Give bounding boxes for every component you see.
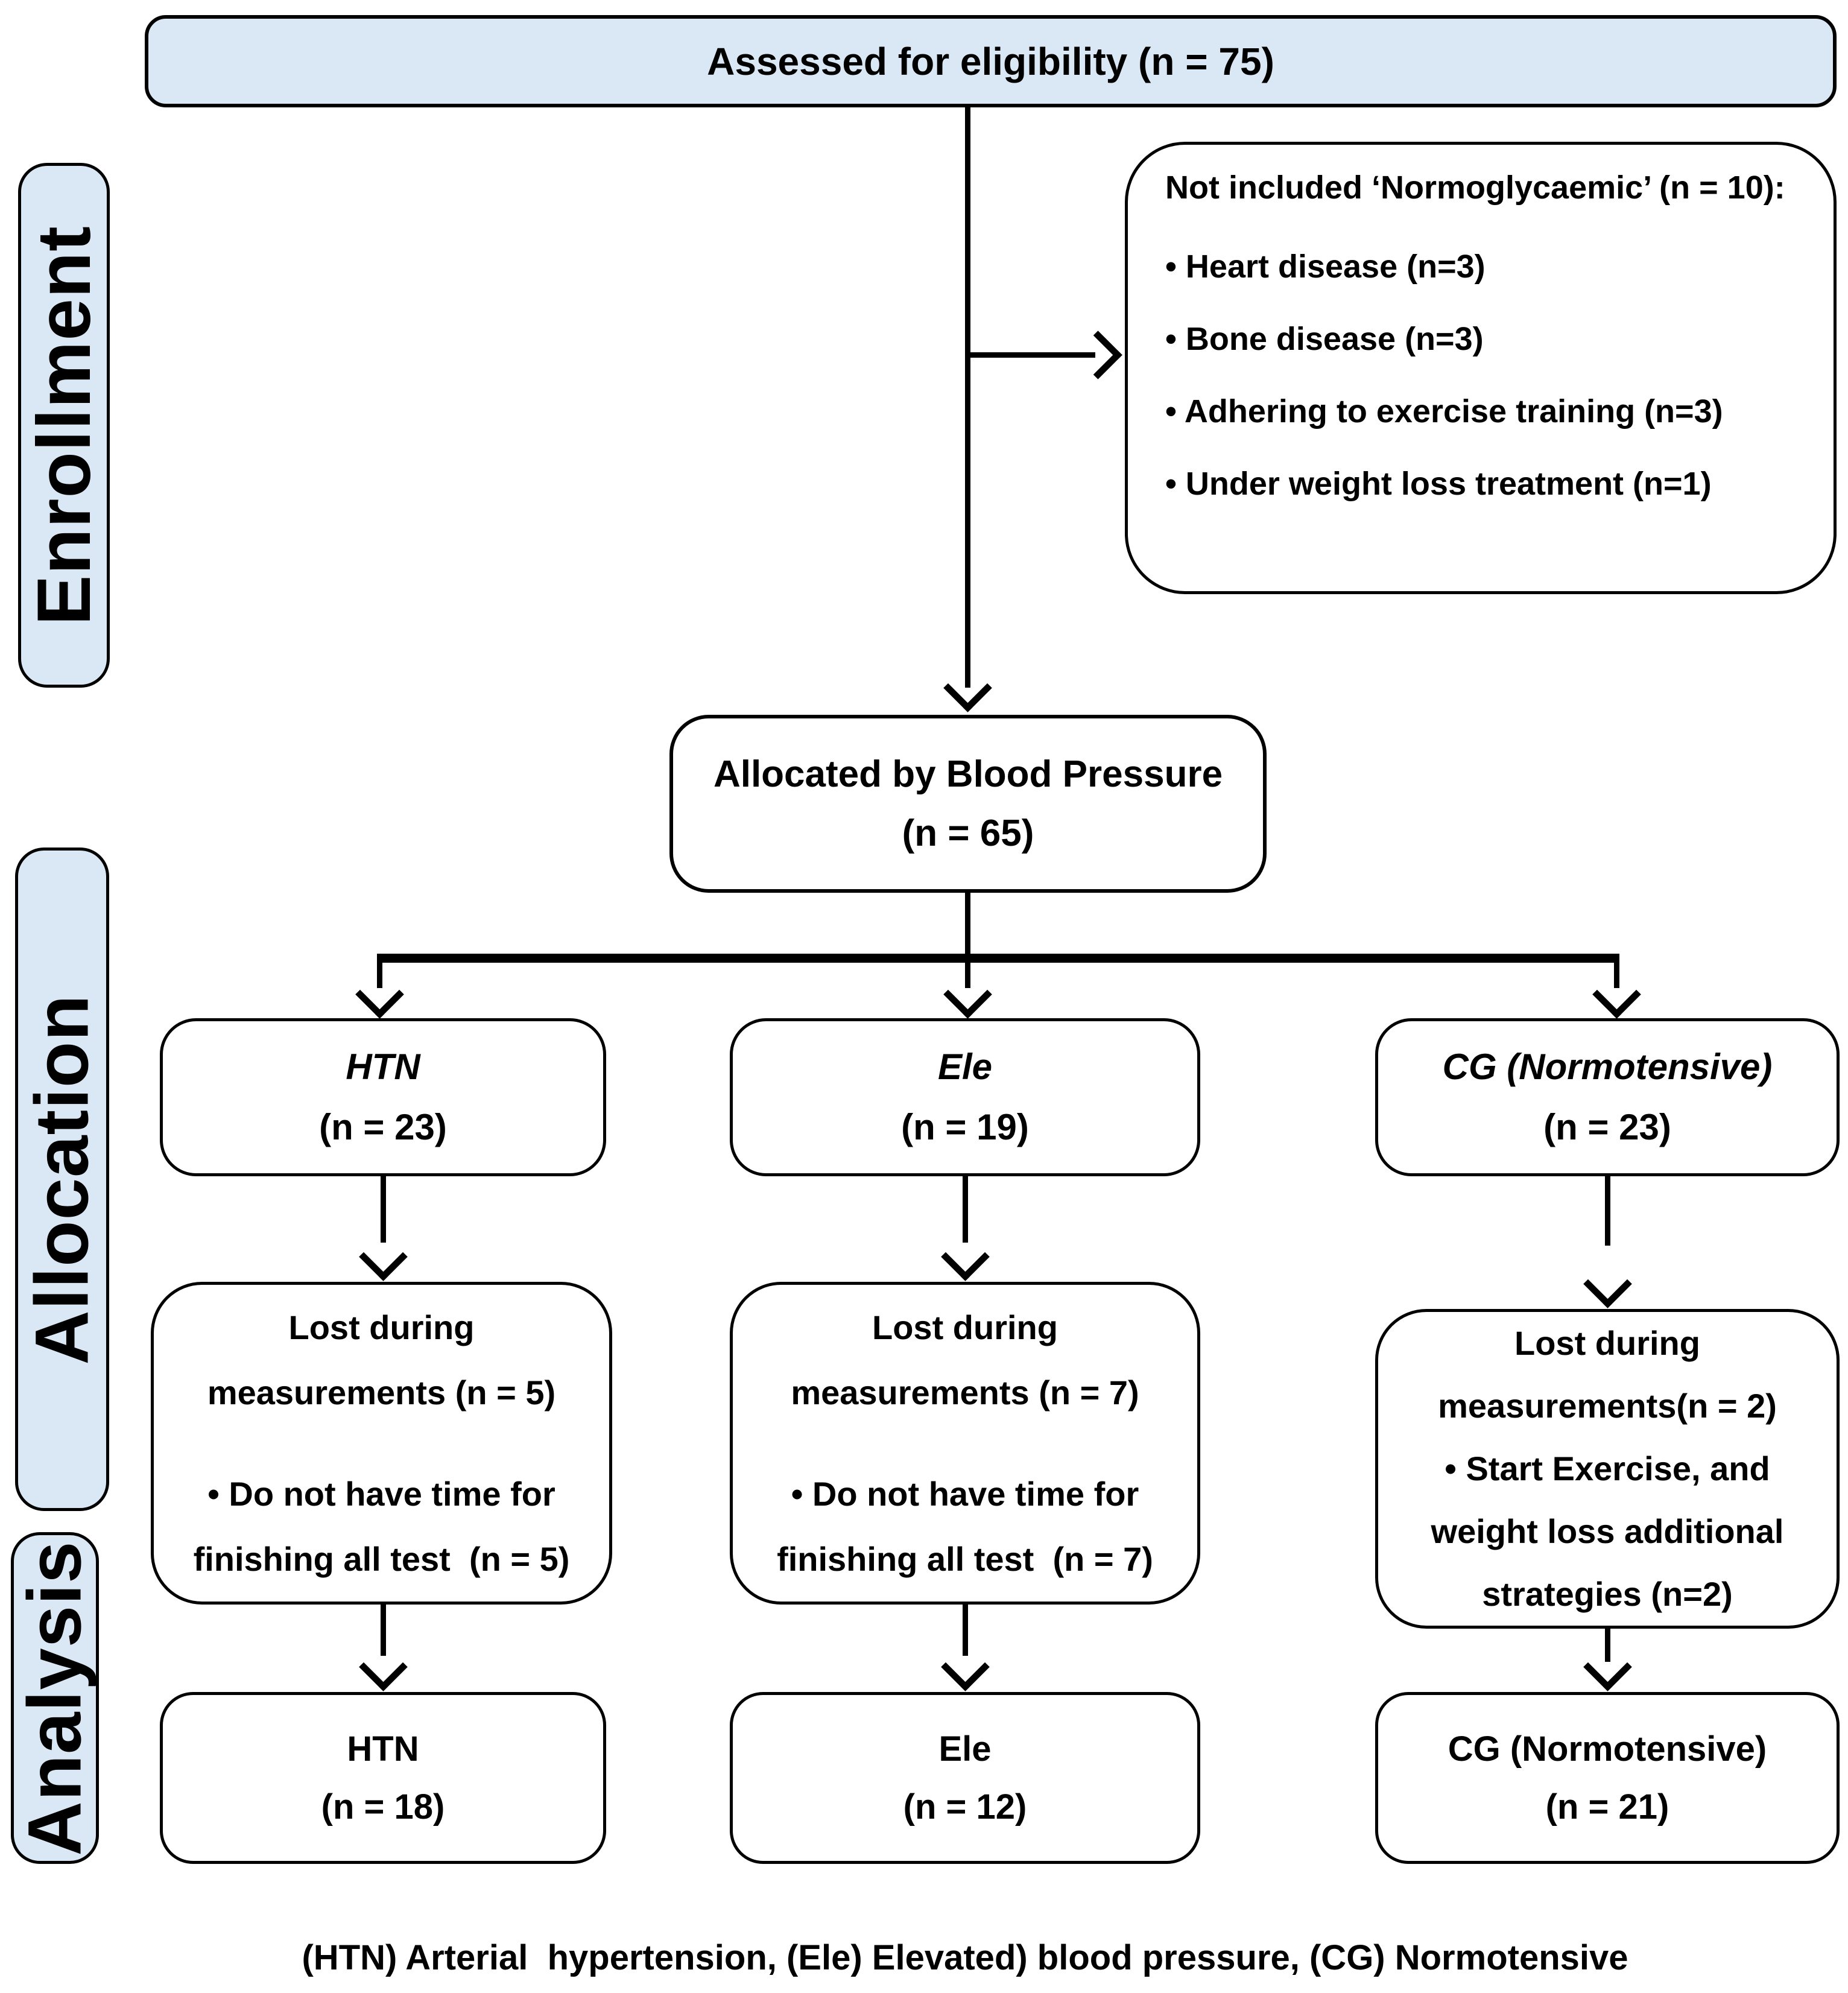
arrowhead-into-htn-analysis xyxy=(359,1643,408,1691)
cg-analysis-box: CG (Normotensive) (n = 21) xyxy=(1375,1692,1840,1864)
arrow-line-ele-to-analysis xyxy=(963,1605,968,1656)
enrollment-banner-label: Enrollment xyxy=(22,225,106,626)
branch-bar xyxy=(377,954,1619,963)
arrow-line-assessed-to-allocated xyxy=(965,107,970,688)
arrow-line-ele-to-lost xyxy=(963,1176,968,1243)
cg-lost-bullet: • Start Exercise, and weight loss additi… xyxy=(1431,1450,1794,1613)
cg-lost-line1: Lost during xyxy=(1514,1324,1700,1362)
htn-lost-line1: Lost during xyxy=(288,1308,475,1346)
analysis-banner-label: Analysis xyxy=(13,1540,97,1856)
assessed-eligibility-text: Assessed for eligibility (n = 75) xyxy=(707,39,1274,83)
htn-analysis-n: (n = 18) xyxy=(321,1787,445,1827)
ele-lost-line1: Lost during xyxy=(872,1308,1058,1346)
arrowhead-into-cg xyxy=(1592,970,1641,1019)
enrollment-banner: Enrollment xyxy=(18,163,110,688)
arrowhead-into-htn-lost xyxy=(359,1232,408,1281)
cg-lost-box: Lost during measurements(n = 2) • Start … xyxy=(1375,1309,1840,1629)
arrow-line-cg-to-lost xyxy=(1605,1176,1610,1246)
cg-analysis-n: (n = 21) xyxy=(1545,1787,1669,1827)
cg-allocation-n: (n = 23) xyxy=(1543,1107,1671,1147)
analysis-banner: Analysis xyxy=(11,1532,99,1864)
arrow-line-branch-left xyxy=(377,958,382,988)
legend-text: (HTN) Arterial hypertension, (Ele) Eleva… xyxy=(302,1938,1628,1977)
allocated-box: Allocated by Blood Pressure (n = 65) xyxy=(669,715,1267,893)
allocated-text-line2: (n = 65) xyxy=(902,812,1034,854)
allocation-banner: Allocation xyxy=(15,848,109,1511)
arrow-line-htn-to-analysis xyxy=(381,1605,386,1656)
arrowhead-into-cg-lost xyxy=(1583,1259,1632,1308)
not-included-bullet: • Adhering to exercise training (n=3) xyxy=(1165,393,1723,429)
arrow-line-branch-right xyxy=(1614,958,1619,988)
cg-allocation-name: CG (Normotensive) xyxy=(1442,1047,1773,1087)
not-included-title: Not included ‘Normoglycaemic’ (n = 10): xyxy=(1165,170,1785,206)
htn-allocation-box: HTN (n = 23) xyxy=(160,1018,606,1176)
allocation-banner-label: Allocation xyxy=(20,993,104,1365)
ele-lost-box: Lost during measurements (n = 7) • Do no… xyxy=(730,1282,1200,1605)
arrowhead-into-not-included xyxy=(1074,331,1122,379)
arrowhead-into-ele xyxy=(943,970,992,1019)
arrowhead-into-allocated xyxy=(943,664,992,712)
not-included-bullet: • Under weight loss treatment (n=1) xyxy=(1165,466,1712,502)
htn-analysis-name: HTN xyxy=(347,1729,419,1769)
ele-lost-line2: measurements (n = 7) xyxy=(791,1373,1139,1412)
htn-analysis-box: HTN (n = 18) xyxy=(160,1692,606,1864)
not-included-bullet: • Bone disease (n=3) xyxy=(1165,321,1484,357)
arrow-line-allocated-to-bar xyxy=(965,893,970,958)
cg-analysis-name: CG (Normotensive) xyxy=(1448,1729,1767,1769)
arrow-line-cg-to-analysis xyxy=(1605,1629,1610,1662)
cg-allocation-box: CG (Normotensive) (n = 23) xyxy=(1375,1018,1840,1176)
ele-allocation-n: (n = 19) xyxy=(901,1107,1029,1147)
ele-allocation-box: Ele (n = 19) xyxy=(730,1018,1200,1176)
arrowhead-into-ele-analysis xyxy=(941,1643,990,1691)
htn-lost-box: Lost during measurements (n = 5) • Do no… xyxy=(151,1282,612,1605)
arrow-line-to-not-included xyxy=(967,352,1095,358)
htn-allocation-n: (n = 23) xyxy=(319,1107,447,1147)
ele-lost-bullet: • Do not have time for finishing all tes… xyxy=(777,1474,1153,1578)
not-included-box: Not included ‘Normoglycaemic’ (n = 10): … xyxy=(1125,142,1837,594)
cg-lost-line2: measurements(n = 2) xyxy=(1438,1387,1777,1425)
arrowhead-into-ele-lost xyxy=(941,1232,990,1281)
not-included-bullet: • Heart disease (n=3) xyxy=(1165,249,1486,285)
assessed-eligibility-box: Assessed for eligibility (n = 75) xyxy=(145,15,1837,107)
allocated-text-line1: Allocated by Blood Pressure xyxy=(713,753,1223,795)
htn-lost-line2: measurements (n = 5) xyxy=(207,1373,556,1412)
arrow-line-branch-middle xyxy=(965,958,970,988)
arrowhead-into-cg-analysis xyxy=(1583,1643,1632,1691)
ele-analysis-name: Ele xyxy=(938,1729,992,1769)
arrow-line-htn-to-lost xyxy=(381,1176,386,1243)
ele-analysis-box: Ele (n = 12) xyxy=(730,1692,1200,1864)
ele-allocation-name: Ele xyxy=(937,1047,993,1087)
htn-lost-bullet: • Do not have time for finishing all tes… xyxy=(193,1474,570,1578)
ele-analysis-n: (n = 12) xyxy=(903,1787,1027,1827)
htn-allocation-name: HTN xyxy=(346,1047,420,1087)
arrowhead-into-htn xyxy=(355,970,404,1019)
